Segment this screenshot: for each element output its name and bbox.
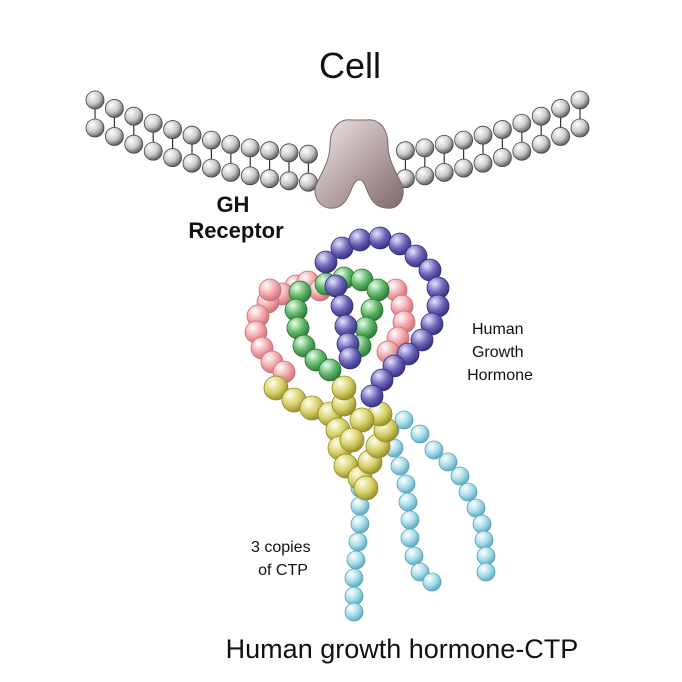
- lipid-head: [85, 90, 105, 110]
- cyan-bead: [346, 550, 366, 570]
- blue-bead: [404, 244, 428, 268]
- cyan-bead: [476, 546, 496, 566]
- cyan-bead: [410, 424, 430, 444]
- cyan-bead: [476, 562, 496, 582]
- lipid-head: [473, 153, 493, 173]
- cyan-bead: [472, 514, 492, 534]
- yellow-bead: [263, 375, 289, 401]
- blue-bead: [368, 226, 392, 250]
- cyan-bead: [438, 452, 458, 472]
- lipid-head: [182, 153, 202, 173]
- lipid-head: [454, 158, 474, 178]
- yellow-bead: [349, 407, 375, 433]
- blue-bead: [314, 250, 338, 274]
- pink-bead: [258, 278, 282, 302]
- green-bead: [318, 358, 342, 382]
- yellow-bead: [353, 475, 379, 501]
- receptor-label: GH Receptor: [188, 192, 284, 243]
- cyan-bead: [394, 410, 414, 430]
- yellow-bead: [331, 375, 357, 401]
- lipid-head: [298, 144, 318, 164]
- cyan-bead: [474, 530, 494, 550]
- cyan-bead: [390, 456, 410, 476]
- cyan-bead: [466, 498, 486, 518]
- lipid-head: [395, 141, 415, 161]
- lipid-head: [240, 166, 260, 186]
- lipid-head: [434, 162, 454, 182]
- hormone-label: Human Growth Hormone: [467, 321, 533, 384]
- lipid-head: [260, 141, 280, 161]
- green-bead: [366, 278, 390, 302]
- lipid-head: [279, 143, 299, 163]
- cyan-bead: [344, 586, 364, 606]
- yellow-bead: [339, 427, 365, 453]
- lipid-head: [492, 148, 512, 167]
- gh-receptor: [314, 119, 404, 209]
- lipid-head: [105, 127, 124, 146]
- cyan-bead: [458, 482, 478, 502]
- lipid-head: [221, 134, 241, 154]
- lipid-head: [512, 113, 532, 133]
- lipid-head: [260, 169, 280, 189]
- cell-membrane: [85, 90, 590, 192]
- lipid-head: [124, 134, 144, 154]
- blue-bead: [348, 228, 372, 252]
- lipid-head: [551, 127, 570, 146]
- lipid-head: [163, 120, 183, 139]
- blue-bead: [338, 346, 362, 370]
- blue-bead: [388, 232, 412, 256]
- lipid-head: [531, 134, 551, 154]
- lipid-head: [221, 162, 241, 182]
- cyan-bead: [398, 492, 418, 512]
- lipid-head: [85, 118, 105, 138]
- lipid-head: [434, 134, 454, 154]
- cyan-bead: [404, 546, 424, 566]
- cyan-bead: [424, 440, 444, 460]
- lipid-head: [492, 120, 512, 139]
- lipid-head: [551, 99, 570, 118]
- lipid-head: [279, 171, 299, 191]
- lipid-head: [201, 158, 221, 178]
- hormone-chains: [244, 226, 496, 622]
- lipid-head: [415, 138, 435, 158]
- cell-label: Cell: [319, 45, 381, 86]
- blue-bead: [360, 384, 384, 408]
- lipid-head: [454, 130, 474, 150]
- lipid-head: [473, 125, 493, 145]
- lipid-head: [182, 125, 202, 145]
- cyan-bead: [350, 514, 370, 534]
- cyan-bead: [450, 466, 470, 486]
- cyan-bead: [396, 474, 416, 494]
- cyan-bead: [344, 602, 364, 622]
- blue-bead: [330, 294, 354, 318]
- cyan-bead: [348, 532, 368, 552]
- ctp-label: 3 copies of CTP: [251, 539, 315, 579]
- lipid-head: [570, 90, 590, 110]
- cyan-bead: [400, 528, 420, 548]
- cyan-bead: [422, 572, 442, 592]
- lipid-head: [570, 118, 590, 138]
- lipid-head: [201, 130, 221, 150]
- lipid-head: [415, 166, 435, 186]
- lipid-head: [143, 113, 163, 133]
- lipid-head: [240, 138, 260, 158]
- lipid-head: [124, 106, 144, 126]
- blue-bead: [324, 274, 348, 298]
- lipid-head: [143, 141, 163, 161]
- cyan-bead: [344, 568, 364, 588]
- lipid-head: [531, 106, 551, 126]
- lipid-head: [163, 148, 183, 167]
- cyan-bead: [400, 510, 420, 530]
- lipid-head: [105, 99, 124, 118]
- lipid-head: [512, 141, 532, 161]
- blue-bead: [410, 328, 434, 352]
- diagram-caption: Human growth hormone-CTP: [226, 634, 579, 664]
